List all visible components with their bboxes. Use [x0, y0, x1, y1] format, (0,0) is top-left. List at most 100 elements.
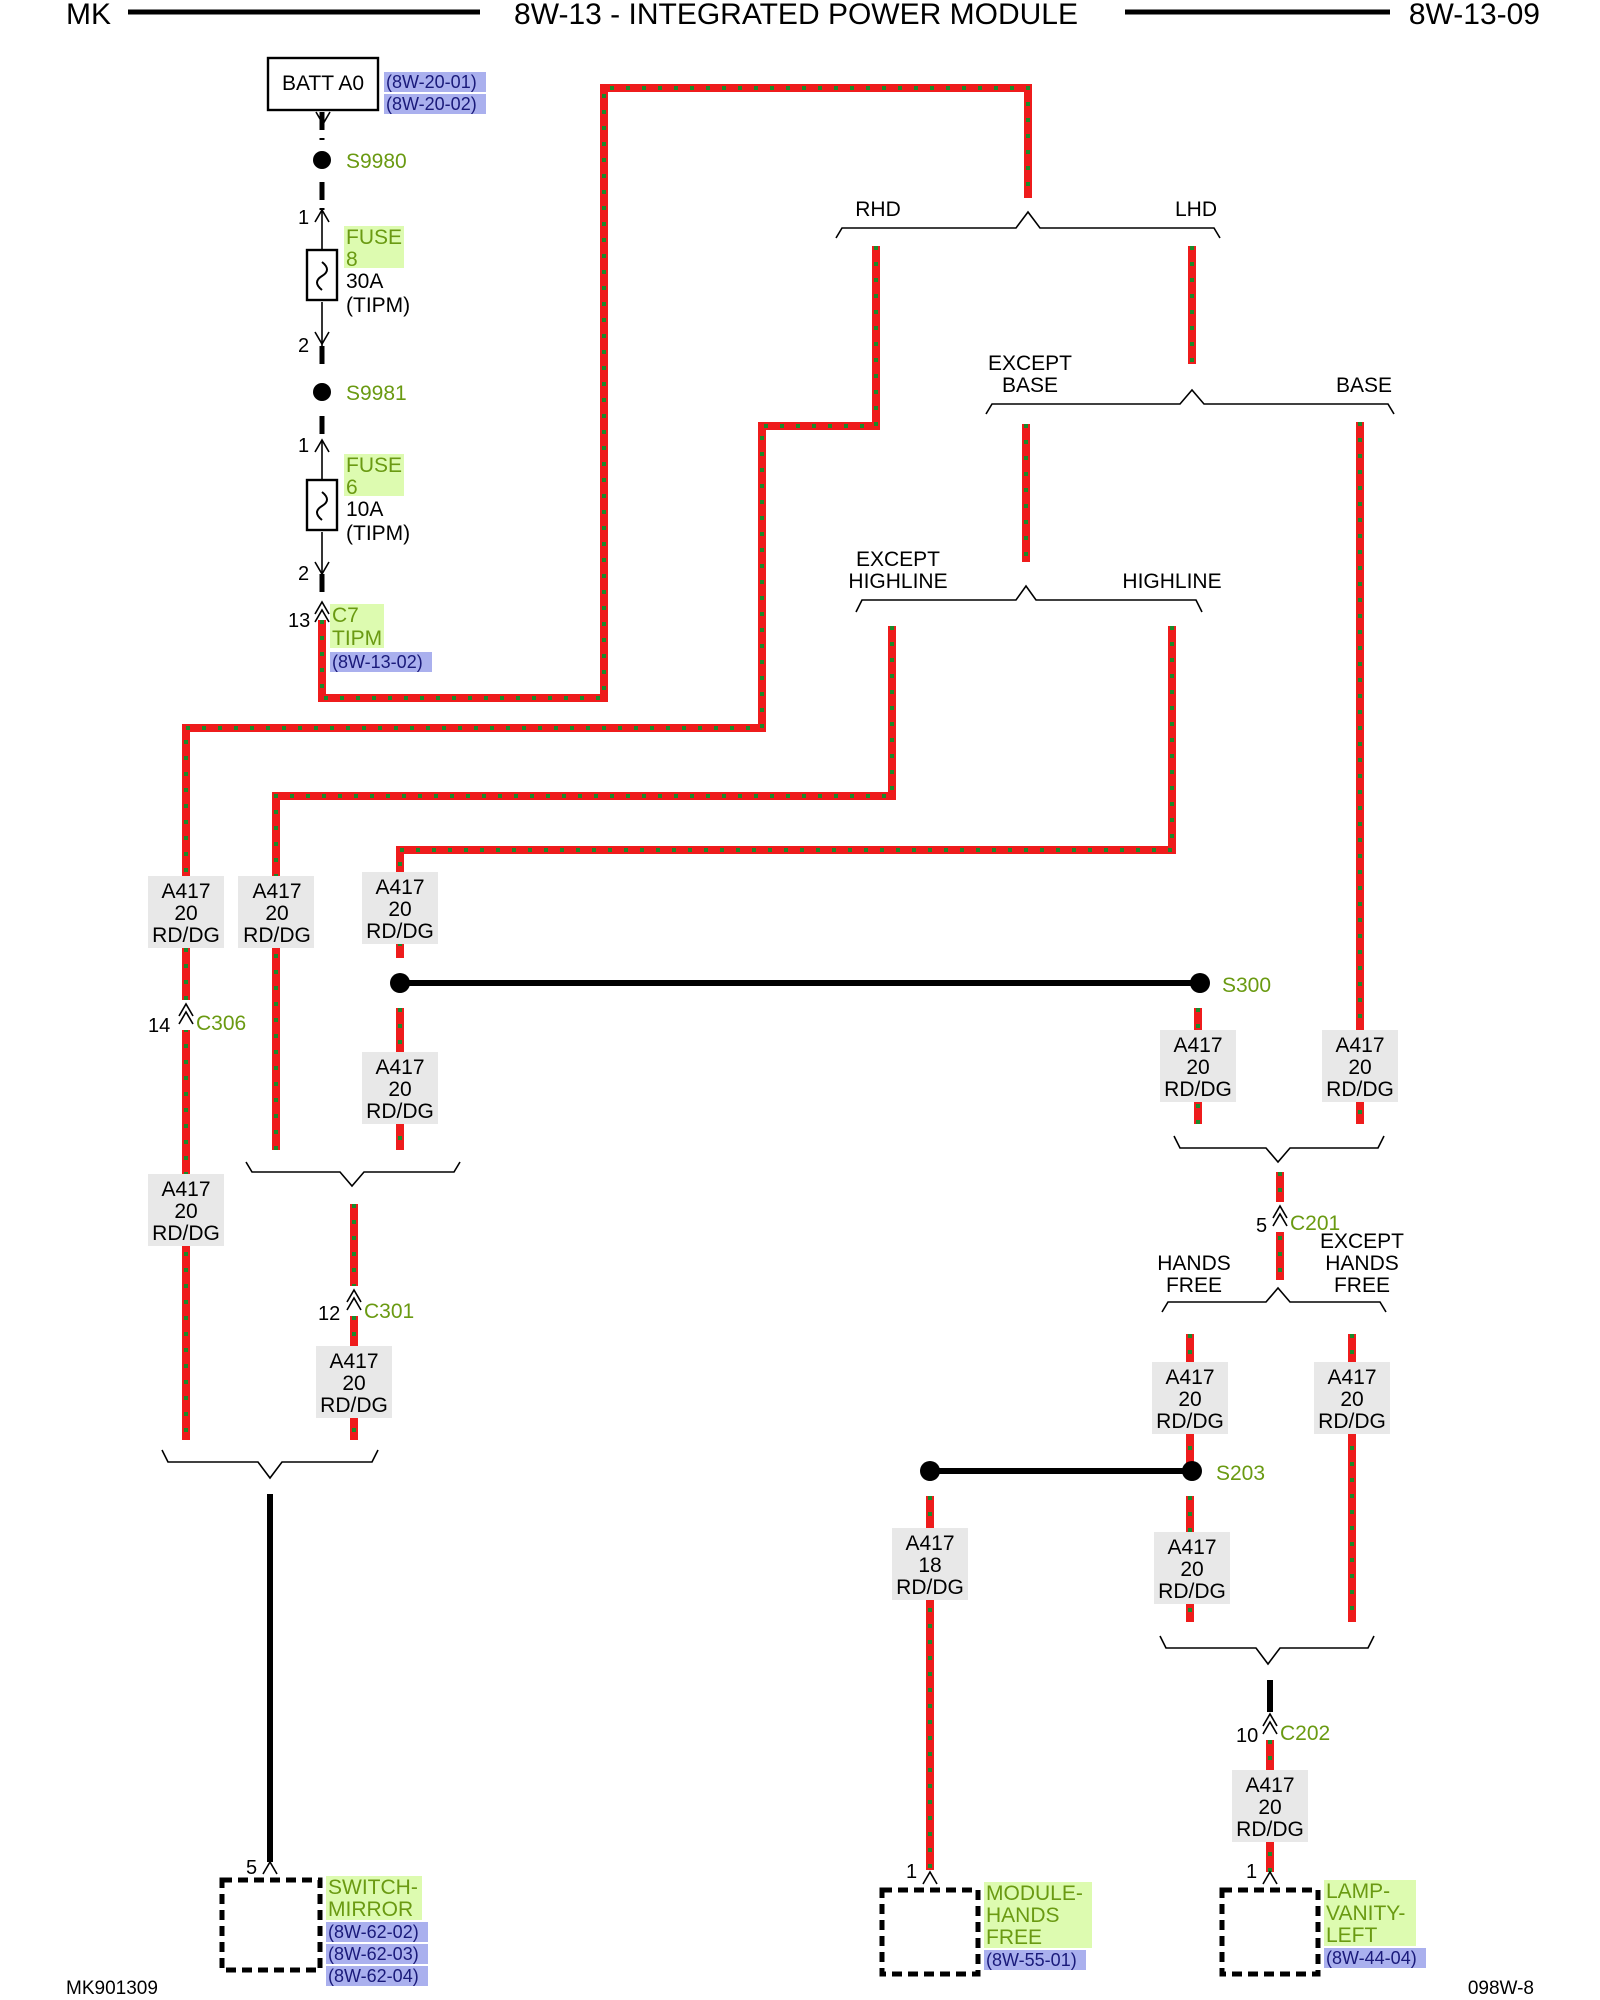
splice-s203	[1182, 1461, 1202, 1481]
wire-label-gauge: 20	[1186, 1056, 1209, 1079]
splice-s9980-label: S9980	[346, 150, 407, 173]
mirror-name-1: SWITCH-	[328, 1876, 418, 1899]
mirror-name-2: MIRROR	[328, 1898, 413, 1921]
fuse6-title: FUSE	[346, 454, 402, 477]
splice-s203-left	[920, 1461, 940, 1481]
option-hands-free-1: HANDS	[1157, 1252, 1231, 1275]
wire-label-circuit: A417	[1335, 1034, 1384, 1057]
wire-label-gauge: 20	[388, 1078, 411, 1101]
battery-source-label: BATT A0	[282, 72, 364, 95]
footer-left: MK901309	[66, 1978, 158, 1999]
page-title: 8W-13 - INTEGRATED POWER MODULE	[514, 0, 1078, 31]
c7-sub: TIPM	[332, 627, 382, 650]
option-braces	[161, 210, 1395, 1666]
c306-label: C306	[196, 1012, 246, 1035]
c7-name: C7	[332, 604, 359, 627]
wire-label-6: A417 20 RD/DG	[316, 1346, 392, 1418]
wire-label-9: A417 20 RD/DG	[1152, 1362, 1228, 1434]
fuse6-number: 6	[346, 476, 358, 499]
option-hands-free-2: FREE	[1166, 1274, 1222, 1297]
wire-label-4: A417 20 RD/DG	[362, 1052, 438, 1124]
wire-label-circuit: A417	[1165, 1366, 1214, 1389]
splice-s9980	[313, 151, 331, 169]
fuse6-pin-out: 2	[298, 563, 309, 585]
wire-label-gauge: 20	[174, 902, 197, 925]
wire-label-color: RD/DG	[152, 1222, 220, 1245]
option-lhd: LHD	[1175, 198, 1217, 221]
connector-c301: 12 C301	[318, 1286, 414, 1325]
connector-c306: 14 C306	[148, 1000, 246, 1037]
wire-label-gauge: 20	[1258, 1796, 1281, 1819]
handsfree-name-2: HANDS	[986, 1904, 1060, 1927]
wire-label-circuit: A417	[161, 1178, 210, 1201]
handsfree-component-box	[879, 1887, 981, 1977]
wire-label-color: RD/DG	[243, 924, 311, 947]
battery-ref-1[interactable]: (8W-20-01)	[386, 72, 477, 92]
c301-pin: 12	[318, 1303, 340, 1325]
option-except-hands-free-2: HANDS	[1325, 1252, 1399, 1275]
vanity-ref-1[interactable]: (8W-44-04)	[1326, 1948, 1417, 1968]
vanity-name-1: LAMP-	[1326, 1880, 1390, 1903]
wire-label-8: A417 20 RD/DG	[1322, 1030, 1398, 1102]
wire-label-circuit: A417	[1245, 1774, 1294, 1797]
fuse6-pin-in: 1	[298, 435, 309, 457]
fuse8-pin-out: 2	[298, 335, 309, 357]
c202-label: C202	[1280, 1722, 1330, 1745]
mirror-pin: 5	[246, 1857, 257, 1879]
handsfree-name-1: MODULE-	[986, 1882, 1083, 1905]
wire-label-gauge: 20	[1348, 1056, 1371, 1079]
splice-s300-label: S300	[1222, 974, 1271, 997]
black-wires	[267, 112, 1273, 1862]
wire-label-color: RD/DG	[1318, 1410, 1386, 1433]
wire-label-color: RD/DG	[366, 1100, 434, 1123]
splice-s300-left	[390, 973, 410, 993]
c7-pin: 13	[288, 610, 310, 632]
vanity-name-2: VANITY-	[1326, 1902, 1405, 1925]
mirror-ref-1[interactable]: (8W-62-02)	[328, 1922, 419, 1942]
option-base: BASE	[1336, 374, 1392, 397]
component-module-hands-free: 1 MODULE- HANDS FREE (8W-55-01)	[879, 1861, 1092, 1977]
fuse6-icon	[305, 478, 339, 532]
wire-label-1: A417 20 RD/DG	[148, 876, 224, 948]
c301-label: C301	[364, 1300, 414, 1323]
wire-label-color: RD/DG	[1164, 1078, 1232, 1101]
handsfree-pin: 1	[906, 1861, 917, 1883]
wire-label-color: RD/DG	[1156, 1410, 1224, 1433]
wire-label-12: A417 20 RD/DG	[1154, 1532, 1230, 1604]
handsfree-ref-1[interactable]: (8W-55-01)	[986, 1950, 1077, 1970]
wire-label-color: RD/DG	[152, 924, 220, 947]
option-highline: HIGHLINE	[1122, 570, 1221, 593]
battery-ref-2[interactable]: (8W-20-02)	[386, 94, 477, 114]
wire-label-3: A417 20 RD/DG	[362, 872, 438, 944]
option-except-hands-free-3: FREE	[1334, 1274, 1390, 1297]
splice-s203-label: S203	[1216, 1462, 1265, 1485]
wire-label-gauge: 20	[388, 898, 411, 921]
wire-label-circuit: A417	[1167, 1536, 1216, 1559]
footer-right: 098W-8	[1468, 1978, 1534, 1999]
wire-label-circuit: A417	[161, 880, 210, 903]
wire-label-gauge: 20	[1178, 1388, 1201, 1411]
vanity-component-box	[1219, 1887, 1321, 1977]
fuse-chain	[314, 208, 330, 623]
wire-label-10: A417 20 RD/DG	[1314, 1362, 1390, 1434]
mirror-ref-2[interactable]: (8W-62-03)	[328, 1944, 419, 1964]
mirror-ref-3[interactable]: (8W-62-04)	[328, 1966, 419, 1986]
wire-label-5: A417 20 RD/DG	[148, 1174, 224, 1246]
wire-label-circuit: A417	[905, 1532, 954, 1555]
option-except-highline-1: EXCEPT	[856, 548, 940, 571]
fuse6-rating: 10A	[346, 498, 383, 521]
c306-pin: 14	[148, 1015, 170, 1037]
c202-pin: 10	[1236, 1725, 1258, 1747]
option-except-base-1: EXCEPT	[988, 352, 1072, 375]
wire-label-circuit: A417	[375, 1056, 424, 1079]
option-except-hands-free-1: EXCEPT	[1320, 1230, 1404, 1253]
wire-label-circuit: A417	[329, 1350, 378, 1373]
header-left: MK	[66, 0, 111, 31]
wire-label-gauge: 20	[174, 1200, 197, 1223]
wire-label-gauge: 20	[342, 1372, 365, 1395]
c7-ref[interactable]: (8W-13-02)	[332, 652, 423, 672]
c201-label: C201	[1290, 1212, 1340, 1235]
wire-label-circuit: A417	[375, 876, 424, 899]
option-rhd: RHD	[855, 198, 901, 221]
